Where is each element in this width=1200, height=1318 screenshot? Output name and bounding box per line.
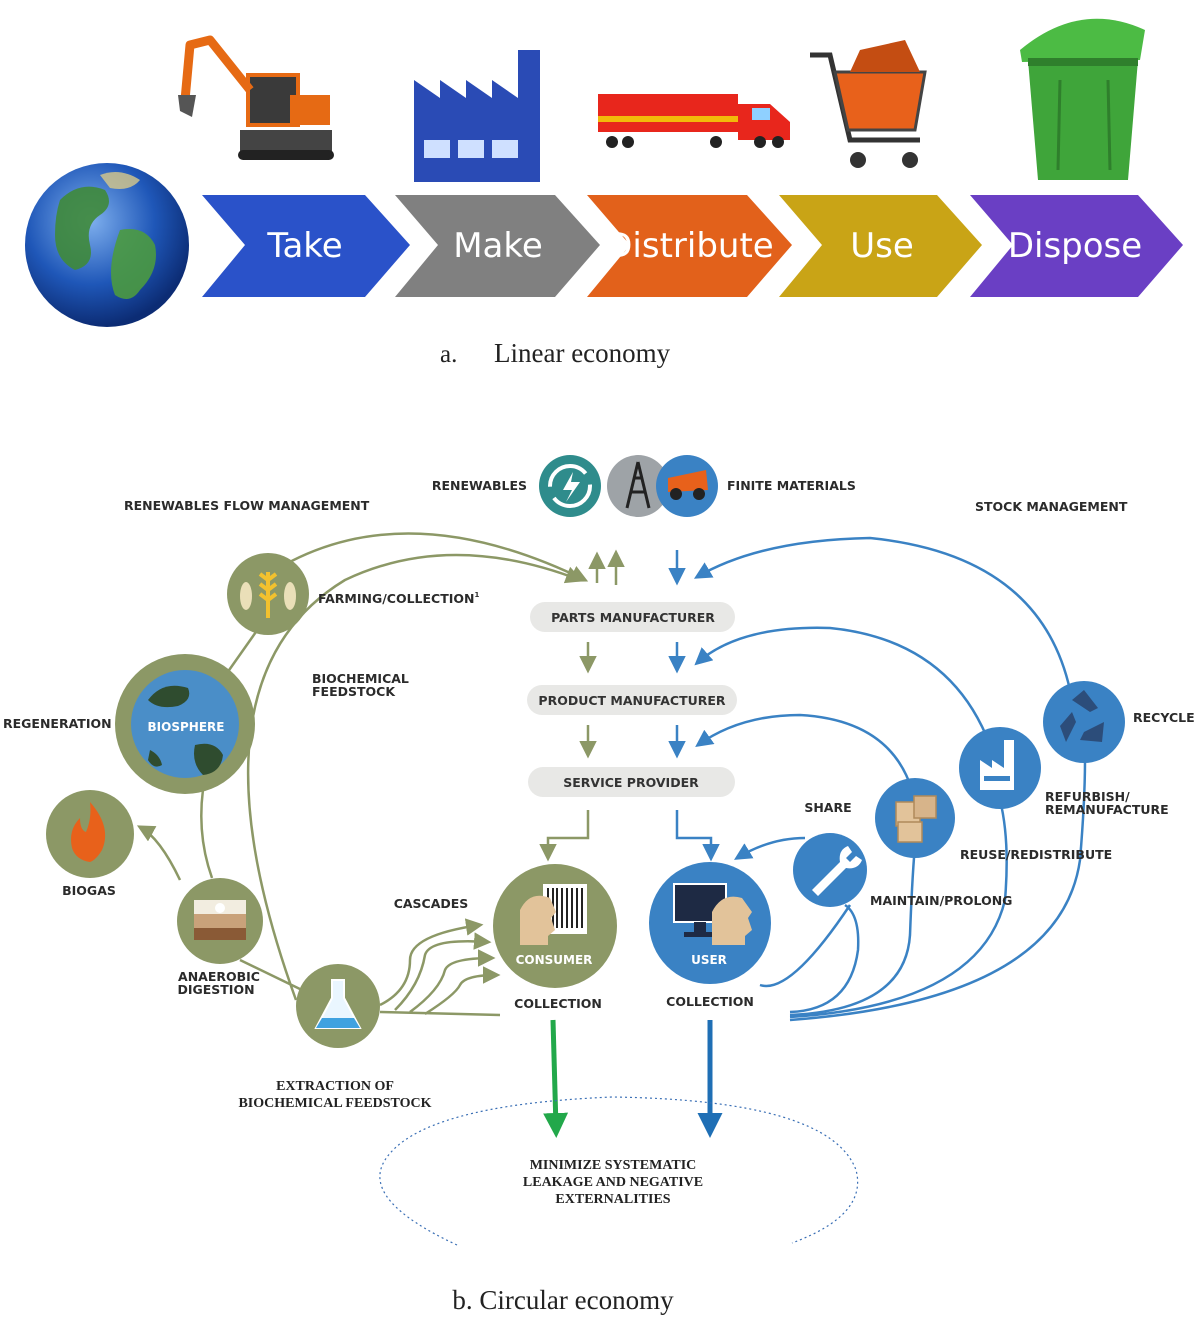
step-make: Make bbox=[453, 226, 543, 266]
excavator-icon bbox=[178, 35, 334, 160]
renewable-energy-icon bbox=[539, 455, 601, 517]
product-manufacturer-box: PRODUCT MANUFACTURER bbox=[527, 685, 737, 715]
user-node: USER bbox=[649, 862, 771, 984]
label-extraction-2: BIOCHEMICAL FEEDSTOCK bbox=[238, 1096, 431, 1111]
anaerobic-node bbox=[177, 878, 263, 964]
label-anaerobic-2: DIGESTION bbox=[177, 982, 254, 997]
leakage-ellipse bbox=[379, 1096, 859, 1246]
biosphere-node: BIOSPHERE bbox=[115, 654, 255, 794]
label-farming: FARMING/COLLECTION1 bbox=[318, 591, 480, 606]
linear-economy: Take Make Distribute Use Dispose bbox=[25, 18, 1183, 368]
label-parts-manufacturer: PARTS MANUFACTURER bbox=[551, 610, 715, 625]
consumer-node: CONSUMER bbox=[493, 864, 617, 988]
extraction-node bbox=[296, 964, 380, 1048]
chevron-dispose bbox=[970, 195, 1183, 297]
label-service-provider: SERVICE PROVIDER bbox=[563, 775, 699, 790]
label-stock-management: STOCK MANAGEMENT bbox=[975, 499, 1128, 514]
label-biochemical-2: FEEDSTOCK bbox=[312, 684, 396, 699]
caption-linear: Linear economy bbox=[494, 338, 671, 368]
trash-bin-icon bbox=[1020, 18, 1145, 180]
label-refurbish-2: REMANUFACTURE bbox=[1045, 802, 1169, 817]
label-renewables-flow: RENEWABLES FLOW MANAGEMENT bbox=[124, 498, 370, 513]
parts-manufacturer-box: PARTS MANUFACTURER bbox=[530, 602, 735, 632]
label-renewables: RENEWABLES bbox=[432, 478, 527, 493]
label-user: USER bbox=[691, 953, 727, 967]
caption-letter-a: a. bbox=[440, 341, 457, 368]
label-leakage-2: LEAKAGE AND NEGATIVE bbox=[523, 1175, 703, 1190]
label-biosphere: BIOSPHERE bbox=[148, 720, 225, 734]
wheat-fish-icon bbox=[240, 572, 296, 618]
factory-icon bbox=[414, 50, 540, 182]
computer-user-icon bbox=[673, 883, 752, 945]
shopping-cart-icon bbox=[810, 40, 927, 168]
label-biochemical-1: BIOCHEMICAL bbox=[312, 671, 409, 686]
technical-flows bbox=[668, 536, 1087, 1022]
consumer-face-icon bbox=[520, 895, 556, 945]
chevron-use bbox=[779, 195, 982, 297]
wrench-icon bbox=[812, 846, 862, 896]
label-share: SHARE bbox=[804, 800, 851, 815]
soil-layers-icon bbox=[194, 900, 246, 940]
reuse-node bbox=[875, 778, 955, 858]
label-cascades: CASCADES bbox=[394, 896, 469, 911]
label-reuse: REUSE/REDISTRIBUTE bbox=[960, 847, 1112, 862]
chevron-take bbox=[202, 195, 410, 297]
step-take: Take bbox=[266, 226, 342, 266]
label-maintain: MAINTAIN/PROLONG bbox=[870, 893, 1012, 908]
globe-icon bbox=[25, 163, 189, 327]
label-biogas: BIOGAS bbox=[62, 883, 116, 898]
step-distribute: Distribute bbox=[606, 226, 773, 266]
label-leakage-1: MINIMIZE SYSTEMATIC bbox=[530, 1158, 697, 1173]
biogas-node bbox=[46, 790, 134, 878]
label-product-manufacturer: PRODUCT MANUFACTURER bbox=[538, 693, 726, 708]
label-leakage-3: EXTERNALITIES bbox=[555, 1192, 670, 1207]
refurbish-node bbox=[959, 727, 1041, 809]
label-finite-materials: FINITE MATERIALS bbox=[727, 478, 856, 493]
chevron-make bbox=[395, 195, 600, 297]
oil-derrick-icon bbox=[607, 455, 669, 517]
circular-economy: RENEWABLES FINITE MATERIALS RENEWABLES F… bbox=[3, 455, 1195, 1315]
biological-flows bbox=[136, 532, 625, 1017]
label-anaerobic-1: ANAEROBIC bbox=[178, 969, 260, 984]
label-extraction-1: EXTRACTION OF bbox=[276, 1079, 394, 1094]
service-provider-box: SERVICE PROVIDER bbox=[528, 767, 735, 797]
label-regeneration: REGENERATION bbox=[3, 716, 112, 731]
label-collection-left: COLLECTION bbox=[514, 996, 602, 1011]
recycle-node bbox=[1043, 681, 1125, 763]
share-node bbox=[793, 833, 867, 907]
chevron-distribute bbox=[587, 195, 792, 297]
label-recycle: RECYCLE bbox=[1133, 710, 1195, 725]
mining-truck-icon bbox=[656, 455, 718, 517]
flame-icon bbox=[71, 802, 106, 862]
biosphere-globe-icon bbox=[131, 670, 239, 778]
label-refurbish-1: REFURBISH/ bbox=[1045, 789, 1130, 804]
label-consumer: CONSUMER bbox=[516, 953, 593, 967]
farming-node bbox=[227, 553, 309, 635]
label-collection-right: COLLECTION bbox=[666, 994, 754, 1009]
truck-icon bbox=[598, 94, 790, 148]
leakage-arrow-green bbox=[543, 1019, 569, 1138]
caption-circular: b. Circular economy bbox=[452, 1285, 674, 1315]
step-use: Use bbox=[850, 226, 914, 266]
recycle-icon bbox=[1060, 690, 1104, 742]
step-dispose: Dispose bbox=[1008, 226, 1142, 266]
boxes-icon bbox=[895, 795, 937, 843]
